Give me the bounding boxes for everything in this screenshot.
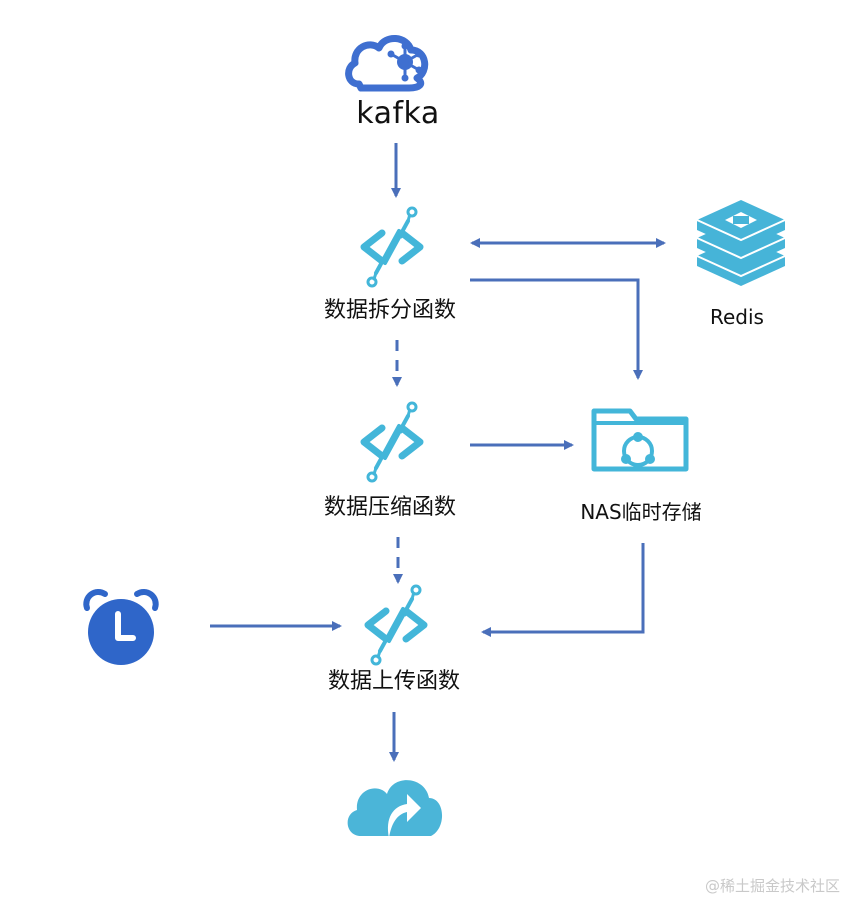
compress-function-label: 数据压缩函数 bbox=[323, 495, 456, 520]
kafka-cloud-icon bbox=[345, 35, 429, 92]
upload-function-icon bbox=[368, 586, 424, 664]
compress-function-icon bbox=[364, 403, 420, 481]
cloud-upload-icon bbox=[347, 780, 443, 838]
watermark: @稀土掘金技术社区 bbox=[704, 877, 840, 895]
arrow-split-to-nas bbox=[470, 278, 643, 380]
redis-stack-icon bbox=[696, 200, 786, 286]
arrow-nas-to-upload bbox=[481, 543, 645, 637]
nas-folder-icon bbox=[591, 408, 689, 472]
redis-label: Redis bbox=[710, 305, 764, 329]
upload-function-label: 数据上传函数 bbox=[327, 669, 460, 694]
split-function-label: 数据拆分函数 bbox=[323, 298, 456, 323]
kafka-label: kafka bbox=[356, 96, 440, 131]
nas-label: NAS临时存储 bbox=[580, 500, 702, 524]
split-function-icon bbox=[364, 208, 420, 286]
alarm-clock-icon bbox=[83, 589, 159, 665]
